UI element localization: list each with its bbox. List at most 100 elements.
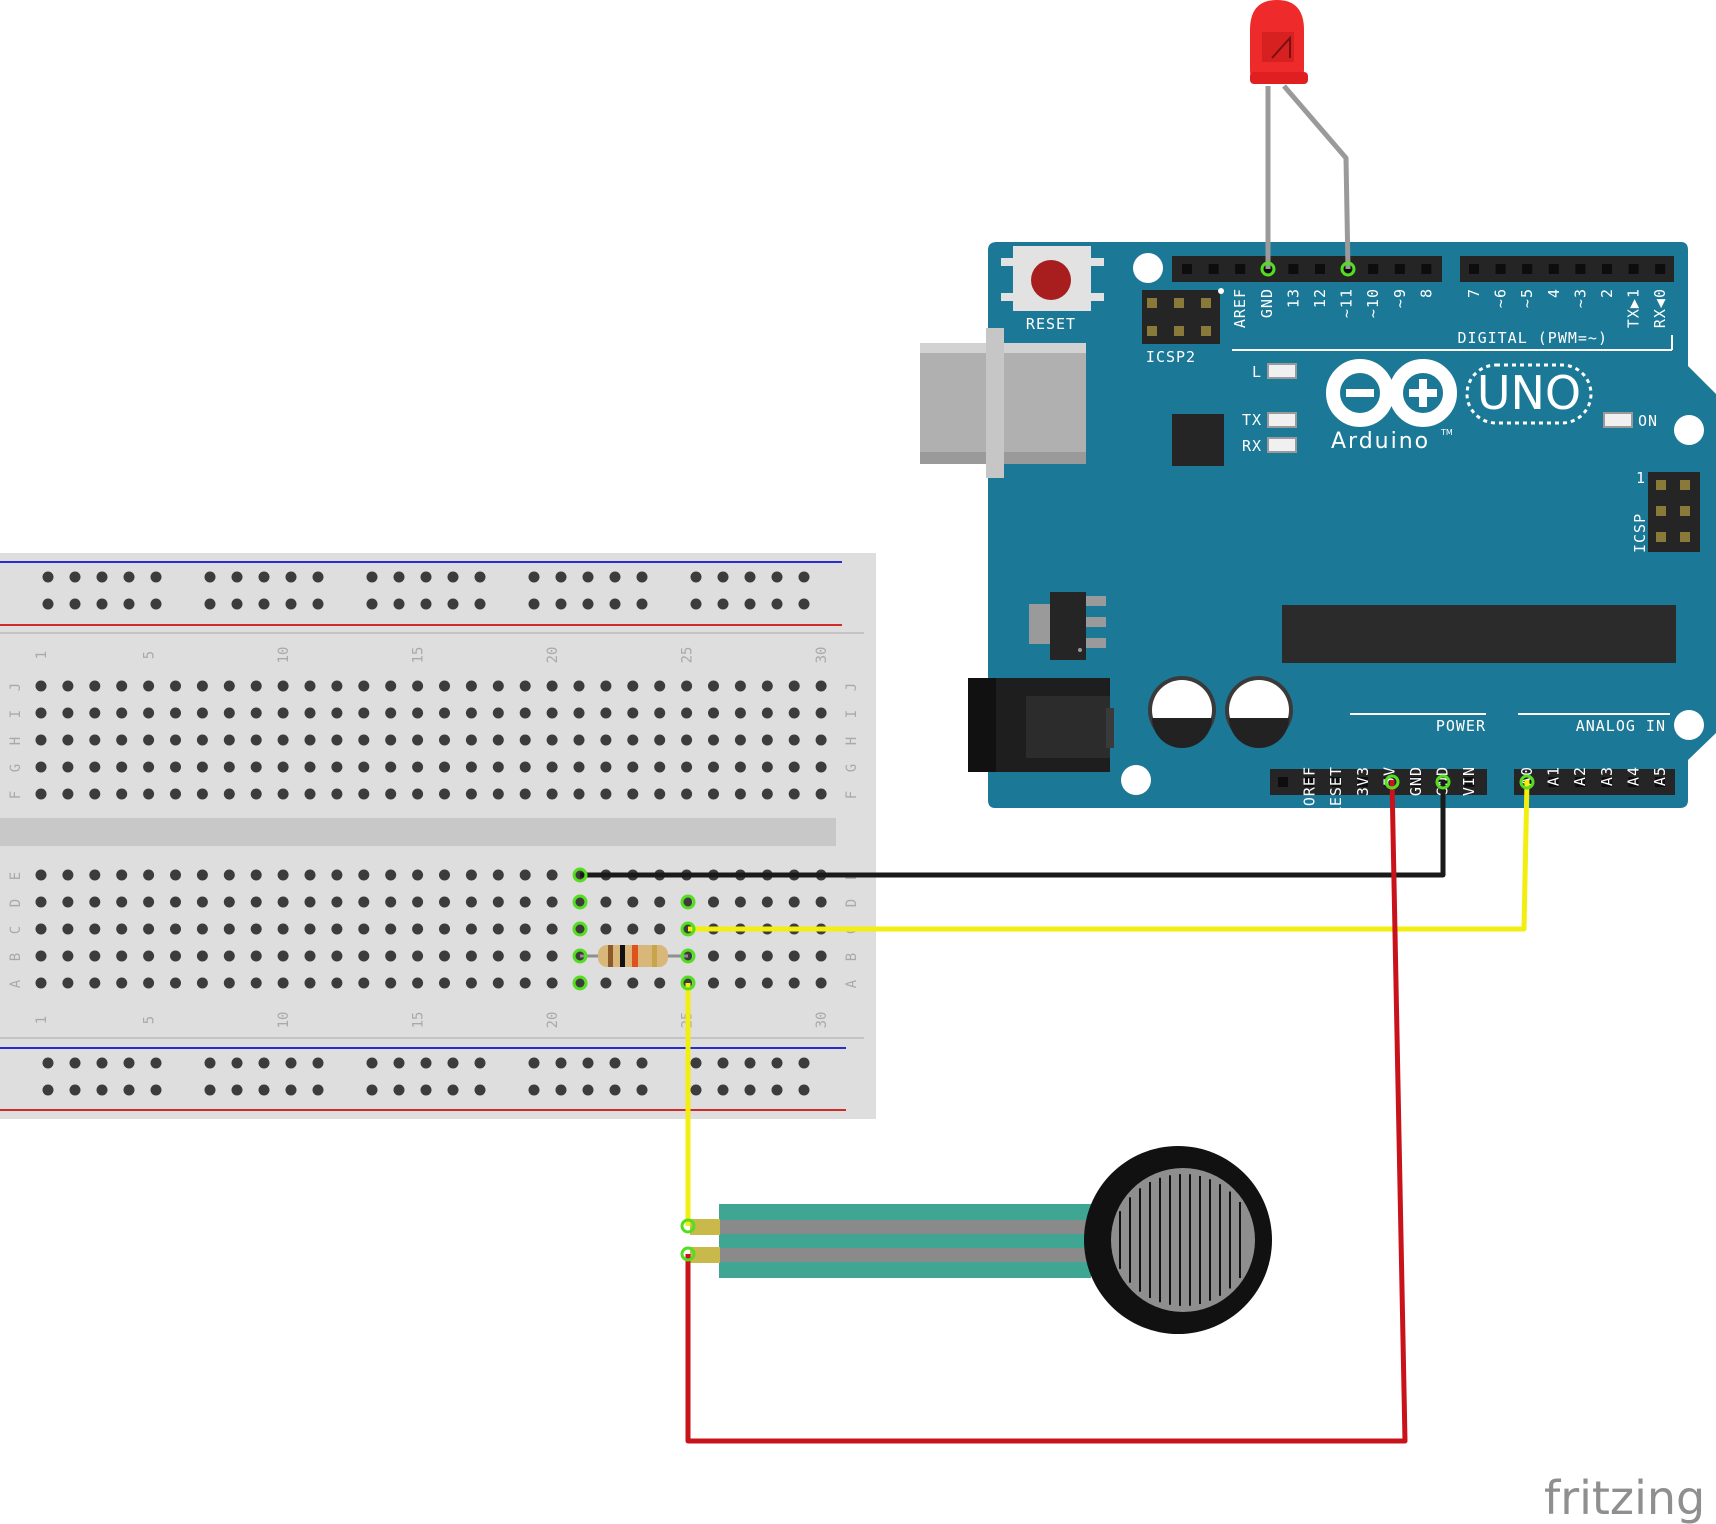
breadboard-label: F xyxy=(844,791,860,799)
breadboard-hole xyxy=(331,734,343,746)
breadboard-hole xyxy=(250,869,262,881)
rail-hole xyxy=(771,571,783,583)
breadboard-hole xyxy=(412,707,424,719)
breadboard-hole xyxy=(304,761,316,773)
rail-hole xyxy=(582,571,594,583)
breadboard-hole xyxy=(439,923,450,935)
breadboard-hole xyxy=(304,896,316,908)
breadboard-hole xyxy=(170,761,181,773)
pin-label: ~5 xyxy=(1518,288,1536,308)
breadboard-hole xyxy=(35,680,47,692)
breadboard-hole xyxy=(734,761,746,773)
header-pin xyxy=(1602,264,1612,274)
connection-dot xyxy=(680,1218,696,1234)
breadboard-hole xyxy=(385,950,397,962)
rail-hole xyxy=(447,1057,459,1069)
pin-label: A4 xyxy=(1624,766,1642,786)
rail-hole xyxy=(366,571,378,583)
digital-label: DIGITAL (PWM=~) xyxy=(1458,329,1608,347)
reset-button[interactable] xyxy=(1001,246,1104,311)
breadboard-hole xyxy=(385,734,397,746)
pin-label: ~6 xyxy=(1492,288,1510,308)
breadboard-hole xyxy=(358,761,370,773)
breadboard-hole xyxy=(116,896,128,908)
breadboard-hole xyxy=(439,680,450,692)
breadboard-hole xyxy=(439,734,450,746)
breadboard-hole xyxy=(761,977,773,989)
breadboard-hole xyxy=(304,977,316,989)
rail-hole xyxy=(150,598,162,610)
breadboard-hole xyxy=(412,869,424,881)
breadboard-hole xyxy=(412,680,424,692)
breadboard-hole xyxy=(35,761,47,773)
breadboard-hole xyxy=(681,680,693,692)
rail-hole xyxy=(447,571,459,583)
breadboard-hole xyxy=(761,707,773,719)
rail-hole xyxy=(150,571,162,583)
red-led xyxy=(1250,0,1351,270)
breadboard-label: E xyxy=(8,872,24,880)
breadboard-hole xyxy=(546,896,558,908)
connection-dot xyxy=(1384,774,1400,790)
breadboard-label: H xyxy=(8,737,24,745)
breadboard-hole xyxy=(304,788,316,800)
breadboard-hole xyxy=(465,977,477,989)
reset-label: RESET xyxy=(1026,315,1076,333)
breadboard-hole xyxy=(492,680,504,692)
breadboard-hole xyxy=(143,680,155,692)
breadboard-hole xyxy=(304,707,316,719)
header-pin xyxy=(1575,264,1586,274)
breadboard-hole xyxy=(734,734,746,746)
breadboard-hole xyxy=(385,761,397,773)
rail-hole xyxy=(744,1057,756,1069)
breadboard-label: C xyxy=(8,926,24,934)
header-pin xyxy=(1235,264,1246,274)
icsp-label: ICSP xyxy=(1631,513,1649,553)
pin-label: 13 xyxy=(1284,288,1302,308)
connection-dot xyxy=(680,894,696,910)
breadboard-hole xyxy=(250,680,262,692)
rail-hole xyxy=(636,598,648,610)
pin-label: ~9 xyxy=(1391,288,1409,308)
header-pin xyxy=(1628,777,1639,787)
connection-dot xyxy=(1435,774,1451,790)
breadboard-label: 20 xyxy=(545,1012,561,1029)
breadboard-hole xyxy=(277,761,289,773)
logo-tm: TM xyxy=(1440,428,1453,437)
breadboard-label: 1 xyxy=(34,651,50,659)
pin-label: RX◀0 xyxy=(1651,288,1669,328)
breadboard-hole xyxy=(89,734,101,746)
breadboard-hole xyxy=(519,869,531,881)
fsr-tail xyxy=(719,1204,1091,1278)
rail-hole xyxy=(771,1057,783,1069)
breadboard-hole xyxy=(89,761,101,773)
breadboard-hole xyxy=(465,896,477,908)
breadboard-hole xyxy=(331,707,343,719)
breadboard-hole xyxy=(35,950,47,962)
rail-hole xyxy=(258,1057,270,1069)
breadboard-hole xyxy=(708,680,719,692)
breadboard-hole xyxy=(734,680,746,692)
breadboard-hole xyxy=(358,869,370,881)
header-pin xyxy=(1411,777,1421,787)
breadboard-hole xyxy=(492,869,504,881)
rail-hole xyxy=(366,1057,378,1069)
breadboard-label: I xyxy=(844,710,860,718)
breadboard-hole xyxy=(170,788,181,800)
breadboard-hole xyxy=(734,707,746,719)
breadboard-hole xyxy=(412,977,424,989)
rail-hole xyxy=(312,571,324,583)
breadboard-hole xyxy=(385,923,397,935)
rail-hole xyxy=(447,1084,459,1096)
breadboard-hole xyxy=(600,707,612,719)
header-pin xyxy=(1208,264,1219,274)
breadboard-hole xyxy=(116,977,128,989)
breadboard-hole xyxy=(708,950,719,962)
breadboard-hole xyxy=(734,788,746,800)
breadboard-hole xyxy=(708,707,719,719)
breadboard-hole xyxy=(761,950,773,962)
power-label: POWER xyxy=(1436,717,1486,735)
breadboard-hole xyxy=(223,680,235,692)
rail-hole xyxy=(582,1057,594,1069)
breadboard-hole xyxy=(465,788,477,800)
